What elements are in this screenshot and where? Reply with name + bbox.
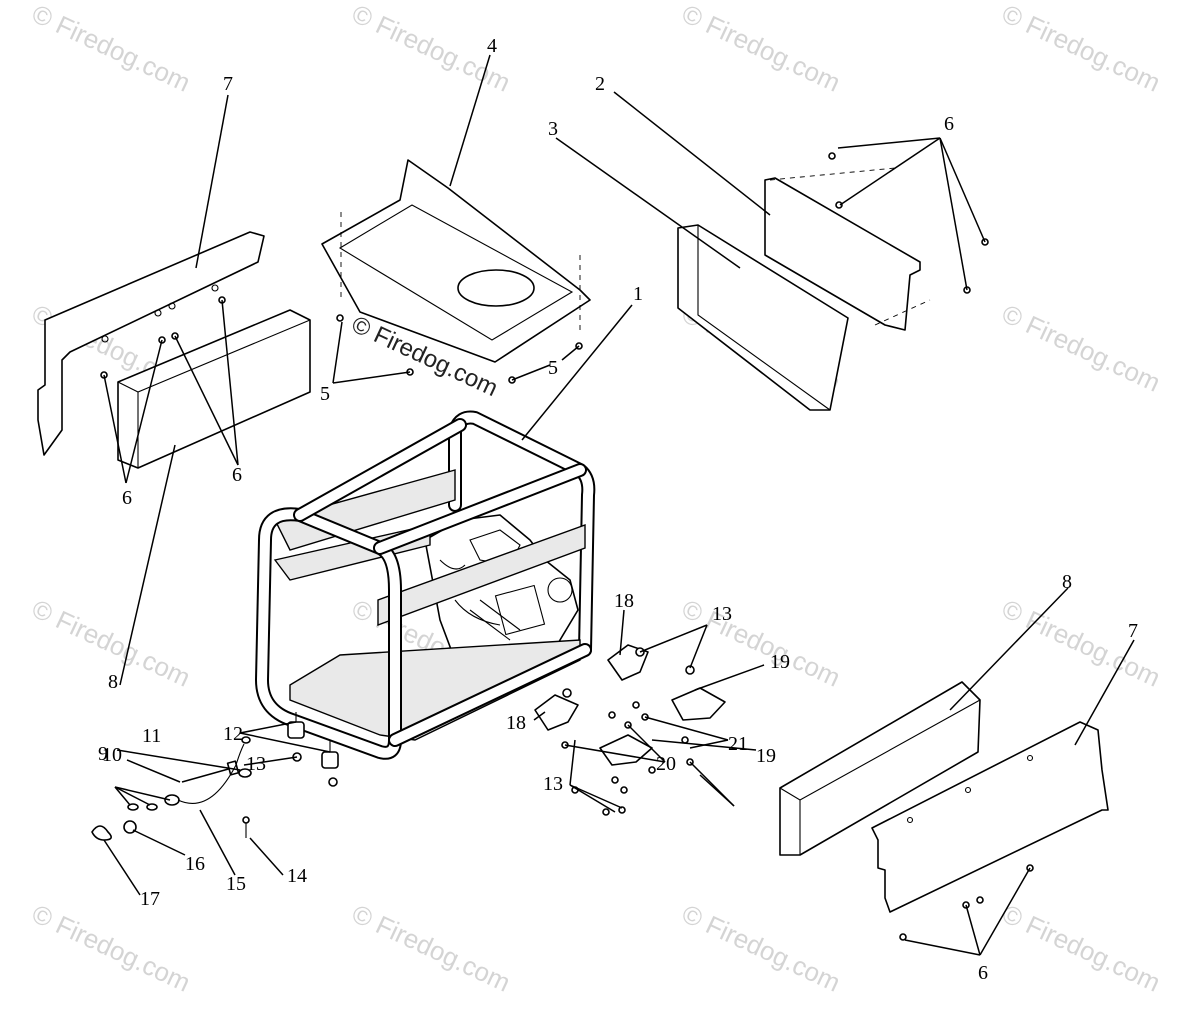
callout-12: 12	[223, 723, 243, 745]
callout-9: 9	[98, 743, 108, 765]
callout-8-right: 8	[1062, 571, 1072, 593]
callout-20: 20	[656, 753, 676, 775]
callout-8-left: 8	[108, 671, 118, 693]
callout-3: 3	[548, 118, 558, 140]
part-top-cover	[321, 159, 591, 363]
callout-4: 4	[487, 35, 497, 57]
callout-17: 17	[140, 888, 160, 910]
callout-14: 14	[287, 865, 307, 887]
part-frame-assembly	[255, 410, 596, 760]
part-foam-pad-left	[117, 309, 311, 469]
callout-13-upper: 13	[712, 603, 732, 625]
callout-21: 21	[728, 733, 748, 755]
callout-6-upper-right: 6	[944, 113, 954, 135]
watermark: © Firedog.com	[677, 0, 845, 98]
callout-15: 15	[226, 873, 246, 895]
callout-16: 16	[185, 853, 205, 875]
watermark: © Firedog.com	[997, 298, 1165, 397]
callout-13-left: 13	[246, 753, 266, 775]
leader-lines	[103, 54, 1135, 956]
callout-11: 11	[142, 725, 161, 747]
callout-19-upper: 19	[770, 651, 790, 673]
part-side-panel-upper-right	[764, 167, 931, 331]
callout-5-left: 5	[320, 383, 330, 405]
watermark: © Firedog.com	[347, 898, 515, 997]
callout-18-lower: 18	[506, 712, 526, 734]
callout-19-lower: 19	[756, 745, 776, 767]
part-foam-pad-upper-right	[677, 224, 849, 411]
watermark: © Firedog.com	[677, 593, 845, 692]
callout-13-lower: 13	[543, 773, 563, 795]
callout-18-upper: 18	[614, 590, 634, 612]
watermark: © Firedog.com	[27, 0, 195, 98]
callout-7-right: 7	[1128, 620, 1138, 642]
watermark: © Firedog.com	[997, 0, 1165, 98]
part-foam-pad-lower-right	[779, 681, 981, 856]
callout-5-right: 5	[548, 357, 558, 379]
callout-labels: 1 2 3 4 5 5 6 6 6 6 7 7 8 8 9 10 11 12 1…	[98, 35, 1138, 984]
callout-1: 1	[633, 283, 643, 305]
watermark: © Firedog.com	[677, 898, 845, 997]
callout-6-lower-right: 6	[978, 962, 988, 984]
callout-10: 10	[102, 744, 122, 766]
callout-7-left: 7	[223, 73, 233, 95]
part-side-panel-left	[37, 231, 265, 456]
callout-6-left-outer: 6	[122, 487, 132, 509]
watermark: © Firedog.com	[997, 593, 1165, 692]
watermark: © Firedog.com	[997, 898, 1165, 997]
callout-2: 2	[595, 73, 605, 95]
callout-6-left-inner: 6	[232, 464, 242, 486]
watermark: © Firedog.com	[27, 898, 195, 997]
part-side-panel-lower-right	[871, 721, 1109, 913]
